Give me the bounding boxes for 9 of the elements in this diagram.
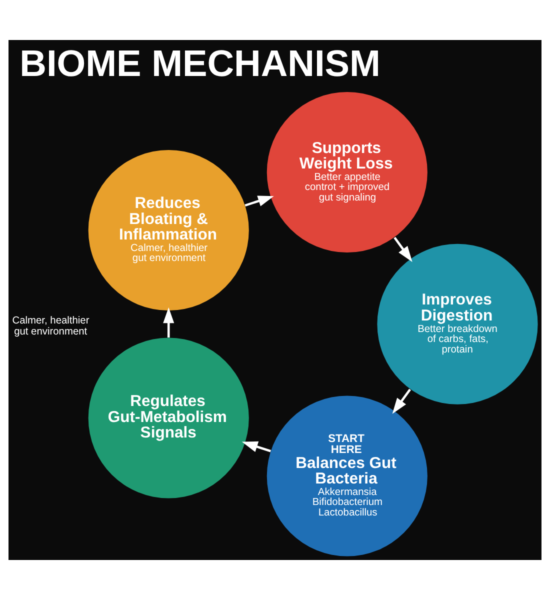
diagram-title: BIOME MECHANISM <box>20 42 380 84</box>
node-label: Calmer, healthier gut environment <box>12 316 90 338</box>
arrow <box>163 307 174 338</box>
arrow <box>394 236 412 262</box>
arrow <box>242 441 272 452</box>
arrow <box>392 388 411 414</box>
node-circle: Reduces Bloating & Inflammation Calmer, healthier gut environment <box>88 150 249 311</box>
node-circle: Regulates Gut-Metabolism Signals <box>88 338 249 498</box>
arrow <box>244 196 274 207</box>
